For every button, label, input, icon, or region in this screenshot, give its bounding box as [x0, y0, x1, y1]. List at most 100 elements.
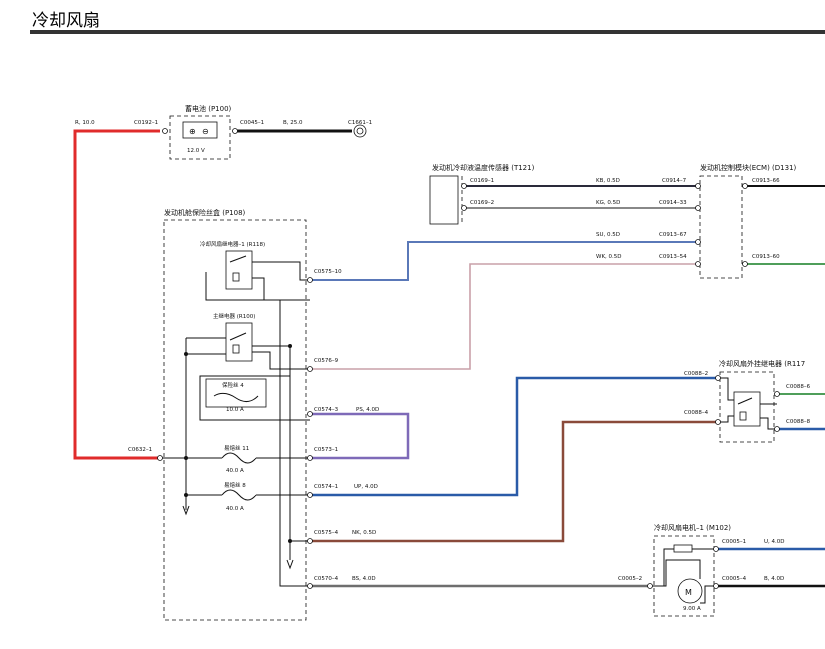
- junction-dot: [184, 493, 188, 497]
- fuse11-icon: [221, 452, 257, 464]
- main-relay-wiring: [186, 337, 310, 421]
- conn-c0005-1: C0005–1: [722, 539, 746, 545]
- pin-icon: [307, 277, 313, 283]
- wires: [73, 129, 825, 588]
- fan-motor-wiring: [650, 548, 716, 604]
- relay-switch-icon: [229, 255, 247, 263]
- wire-label-nk: NK, 0.5D: [352, 530, 376, 536]
- wire-label-bs: BS, 4.0D: [352, 576, 376, 582]
- ext-relay-label: 冷却风扇外挂继电器 (R117: [719, 359, 805, 368]
- fuse4-icon: [213, 392, 259, 402]
- fan-relay-1-label: 冷却风扇继电器–1 (R118): [200, 240, 265, 248]
- pin-icon: [461, 183, 467, 189]
- conn-c0570-4: C0570–4: [314, 576, 339, 582]
- conn-c0914-7: C0914–7: [662, 178, 687, 184]
- pin-icon: [715, 419, 721, 425]
- resistor-icon: [673, 544, 693, 553]
- conn-c0169-1: C0169–1: [470, 178, 494, 184]
- conn-c0574-3: C0574–3: [314, 407, 339, 413]
- pin-icon: [715, 375, 721, 381]
- conn-c0088-6: C0088–6: [786, 384, 811, 390]
- wire-su: [310, 241, 696, 281]
- fuse11-label: 易熔丝 11: [224, 444, 249, 452]
- pin-icon: [647, 583, 653, 589]
- pin-icon: [307, 492, 313, 498]
- fan-motor: 冷却风扇电机–1 (M102) M 9.00 A: [647, 523, 731, 617]
- fan-motor-label: 冷却风扇电机–1 (M102): [654, 523, 731, 532]
- title-rule: [30, 30, 825, 34]
- ext-relay-outline: [719, 371, 775, 443]
- wire-label-kb: KB, 0.5D: [596, 178, 620, 184]
- motor-m-icon: M: [685, 588, 692, 597]
- fusebox: 发动机舱保险丝盒 (P108) 冷却风扇继电器–1 (R118) 主继电器 (R…: [157, 208, 313, 621]
- battery-minus-icon: ⊖: [202, 127, 209, 136]
- relay-coil-icon: [232, 272, 240, 282]
- pin-icon: [695, 205, 701, 211]
- wire-label-u: U, 4.0D: [764, 539, 785, 545]
- fusebox-internal-wiring: [199, 346, 310, 560]
- junction-dot: [184, 456, 188, 460]
- fusebox-outline: [163, 219, 307, 621]
- fuse8-rating: 40.0 A: [226, 506, 244, 512]
- temp-sensor: 发动机冷却液温度传感器 (T121): [429, 163, 535, 225]
- battery-voltage: 12.0 V: [187, 148, 205, 154]
- fuse4-box: [205, 378, 267, 408]
- fan-relay-1-wiring: [205, 261, 310, 301]
- fusebox-label: 发动机舱保险丝盒 (P108): [164, 208, 246, 217]
- pin-icon: [774, 391, 780, 397]
- pin-icon: [695, 183, 701, 189]
- ext-relay-wiring: [720, 377, 777, 430]
- wire-label-wk: WK, 0.5D: [596, 254, 622, 260]
- wire-label-r: R, 10.0: [75, 120, 95, 126]
- conn-c0574-1: C0574–1: [314, 484, 338, 490]
- conn-c0088-4: C0088–4: [684, 410, 709, 416]
- conn-c0169-2: C0169–2: [470, 200, 494, 206]
- pin-icon: [157, 455, 163, 461]
- battery-cell: [182, 121, 218, 139]
- pin-icon: [307, 455, 313, 461]
- relay-coil-icon: [232, 344, 240, 354]
- wire-label-kg: KG, 0.5D: [596, 200, 620, 206]
- relay-switch-icon: [229, 332, 247, 341]
- conn-c0576-9: C0576–9: [314, 358, 339, 364]
- conn-c0913-66: C0913–66: [752, 178, 780, 184]
- conn-c0913-60: C0913–60: [752, 254, 780, 260]
- wire-wk: [310, 263, 696, 370]
- pin-icon: [232, 128, 238, 134]
- pin-icon: [695, 261, 701, 267]
- ecm: 发动机控制模块(ECM) (D131): [695, 163, 797, 279]
- relay-coil-icon: [739, 411, 747, 421]
- sensor-box: [429, 175, 459, 225]
- conn-c0088-8: C0088–8: [786, 419, 811, 425]
- wire-red-feed: [73, 129, 160, 460]
- fuse4-label: 保险丝 4: [222, 381, 244, 389]
- main-relay-box: [225, 322, 253, 362]
- pin-icon: [307, 411, 313, 417]
- ground-icon-inner: [356, 127, 364, 135]
- pin-icon: [461, 205, 467, 211]
- pin-icon: [742, 183, 748, 189]
- battery-label: 蓄电池 (P100): [185, 104, 232, 113]
- main-relay-out: [252, 351, 310, 370]
- fuse8-icon: [221, 489, 257, 501]
- conn-c0913-67: C0913–67: [659, 232, 687, 238]
- conn-c0192-1: C0192–1: [134, 120, 158, 126]
- pin-icon: [742, 261, 748, 267]
- conn-c0088-2: C0088–2: [684, 371, 708, 377]
- page-title: 冷却风扇: [32, 11, 100, 31]
- conn-c0005-2: C0005–2: [618, 576, 642, 582]
- battery: ⊕ ⊖ 蓄电池 (P100) 12.0 V: [162, 104, 367, 160]
- wire-label-b: B, 25.0: [283, 120, 303, 126]
- ext-relay-box: [733, 391, 761, 427]
- conn-c0575-4: C0575–4: [314, 530, 339, 536]
- battery-plus-icon: ⊕: [189, 127, 196, 136]
- wire-nk: [310, 420, 716, 543]
- ext-relay: 冷却风扇外挂继电器 (R117: [715, 359, 805, 443]
- fan-relay-1-box: [225, 250, 253, 290]
- wire-up: [310, 376, 716, 497]
- arrow-down-icon: [182, 505, 190, 516]
- conn-c0045-1: C0045–1: [240, 120, 264, 126]
- conn-c1661-1: C1661–1: [348, 120, 372, 126]
- conn-c0573-1: C0573–1: [314, 447, 338, 453]
- main-relay-label: 主继电器 (R100): [213, 312, 255, 320]
